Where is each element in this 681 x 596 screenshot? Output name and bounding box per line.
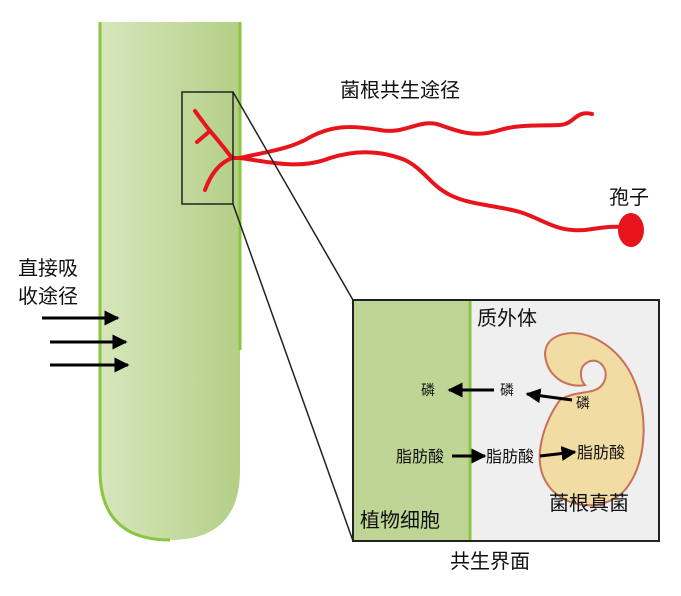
symbiotic-interface-label: 共生界面 bbox=[450, 549, 530, 573]
zoom-line-bottom bbox=[232, 203, 354, 542]
spore-label: 孢子 bbox=[609, 185, 649, 209]
apoplast-label: 质外体 bbox=[477, 306, 537, 330]
fungus-label: 菌根真菌 bbox=[549, 491, 629, 515]
external-hyphae bbox=[238, 111, 632, 233]
direct-pathway-label-line1: 直接吸 bbox=[18, 256, 78, 280]
zoom-line-top bbox=[232, 91, 354, 301]
phosphorus-plant-label: 磷 bbox=[421, 383, 435, 399]
fatty-acid-plant-label: 脂肪酸 bbox=[396, 447, 444, 466]
inset-arrows bbox=[447, 382, 577, 464]
root-outline-left bbox=[98, 22, 171, 542]
spore-icon bbox=[618, 213, 644, 247]
fatty-acid-fungus-label: 脂肪酸 bbox=[577, 443, 625, 462]
zoom-source-box bbox=[181, 91, 234, 205]
direct-pathway-label-line2: 收途径 bbox=[18, 284, 78, 308]
fatty-acid-apoplast-label: 脂肪酸 bbox=[486, 447, 534, 466]
plant-cell-label: 植物细胞 bbox=[360, 508, 440, 532]
plant-cell-area bbox=[353, 300, 470, 541]
direct-uptake-arrows bbox=[42, 310, 130, 373]
fungus-cell bbox=[538, 332, 645, 507]
inset-panel bbox=[352, 299, 660, 542]
mycorrhizal-pathway-label: 菌根共生途径 bbox=[340, 78, 460, 102]
internal-hyphae bbox=[193, 109, 247, 192]
plant-root bbox=[100, 22, 240, 540]
phosphorus-fungus-label: 磷 bbox=[576, 396, 590, 412]
inset-frame bbox=[352, 299, 660, 542]
phosphorus-apoplast-label: 磷 bbox=[500, 383, 514, 399]
